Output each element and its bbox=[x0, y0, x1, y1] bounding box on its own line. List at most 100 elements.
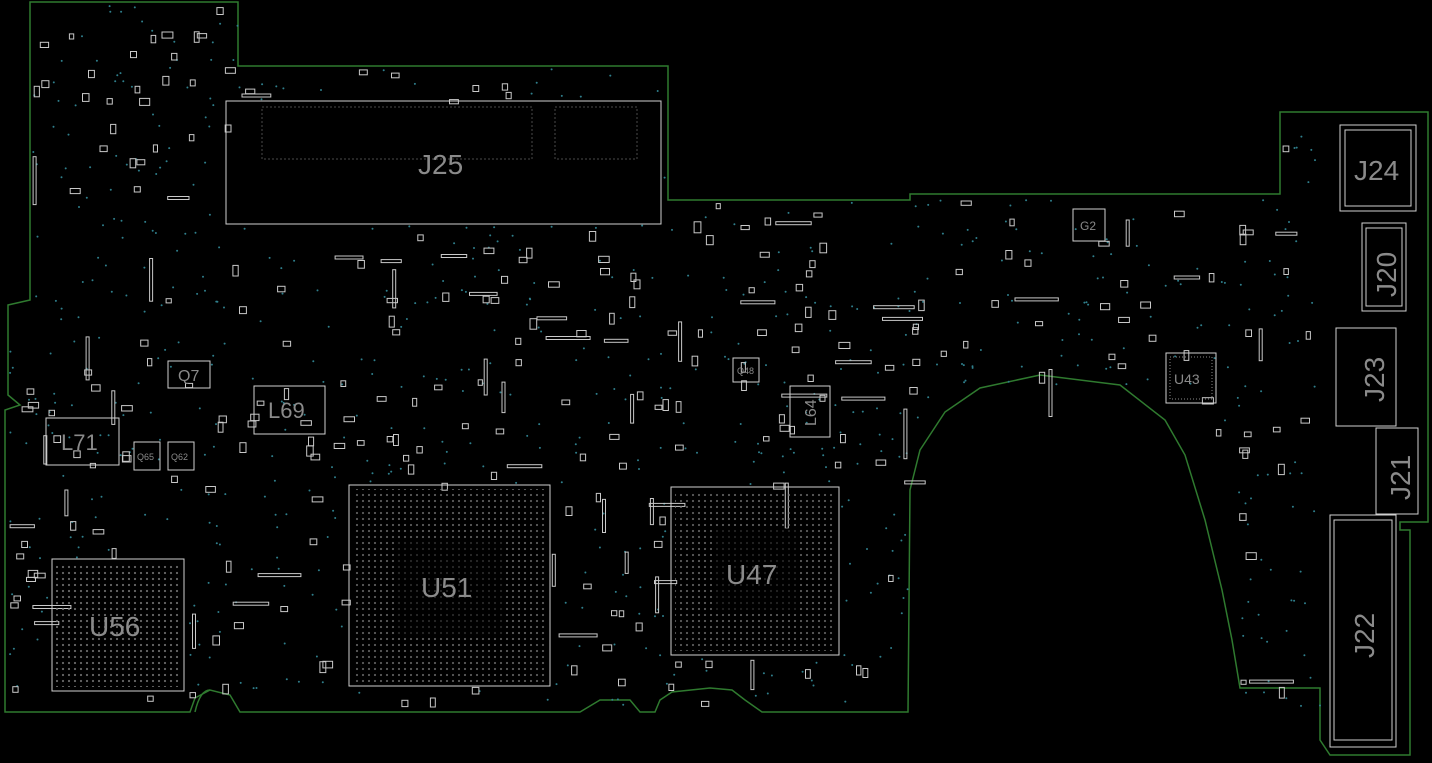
via bbox=[1090, 338, 1093, 341]
smd-part bbox=[624, 551, 629, 574]
via bbox=[493, 226, 496, 229]
via bbox=[443, 462, 446, 465]
via bbox=[1132, 218, 1135, 221]
ref-j21: J21 bbox=[1385, 455, 1416, 500]
via bbox=[312, 360, 315, 363]
via bbox=[1273, 314, 1276, 317]
via bbox=[902, 597, 905, 599]
smd-part bbox=[85, 336, 90, 381]
smd-part bbox=[740, 362, 746, 373]
via bbox=[902, 363, 905, 366]
via bbox=[1280, 309, 1283, 312]
smd-part bbox=[1208, 273, 1215, 283]
via bbox=[792, 451, 795, 454]
smd-part bbox=[1048, 369, 1053, 417]
smd-part bbox=[111, 548, 117, 559]
smd-part bbox=[576, 330, 587, 338]
via bbox=[550, 68, 553, 71]
via bbox=[371, 472, 374, 475]
via bbox=[869, 591, 872, 594]
smd-part bbox=[884, 364, 895, 371]
via bbox=[669, 387, 672, 390]
via bbox=[52, 125, 55, 128]
via bbox=[89, 166, 92, 169]
via bbox=[530, 92, 533, 95]
smd-part bbox=[386, 436, 394, 443]
via bbox=[598, 259, 601, 262]
via bbox=[109, 188, 112, 191]
smd-part bbox=[655, 576, 660, 614]
via bbox=[297, 680, 300, 683]
via bbox=[560, 94, 563, 97]
smd-part bbox=[963, 340, 969, 349]
via bbox=[120, 219, 123, 222]
via bbox=[1177, 279, 1180, 282]
ref-l71: L71 bbox=[61, 430, 98, 455]
smd-part bbox=[147, 695, 154, 702]
smd-part bbox=[805, 306, 812, 318]
smd-part bbox=[53, 435, 62, 443]
connector-j25 bbox=[225, 100, 662, 225]
via bbox=[1247, 600, 1250, 603]
via bbox=[550, 225, 553, 228]
via bbox=[1076, 364, 1079, 367]
smd-part bbox=[778, 414, 785, 424]
smd-part bbox=[775, 221, 812, 226]
via bbox=[177, 341, 180, 344]
via bbox=[159, 166, 162, 169]
via bbox=[493, 329, 496, 332]
smd-part bbox=[111, 390, 116, 425]
smd-part bbox=[277, 285, 286, 293]
smd-part bbox=[232, 264, 239, 277]
via bbox=[243, 227, 246, 230]
via bbox=[255, 687, 258, 689]
via bbox=[890, 242, 893, 245]
smd-part bbox=[1282, 145, 1290, 153]
via bbox=[435, 377, 438, 380]
smd-part bbox=[675, 401, 682, 413]
smd-part bbox=[247, 420, 257, 428]
via bbox=[108, 5, 111, 8]
smd-part bbox=[763, 436, 770, 442]
via bbox=[194, 231, 197, 234]
via bbox=[900, 612, 903, 615]
via bbox=[12, 647, 15, 650]
smd-part bbox=[192, 613, 196, 649]
via bbox=[1007, 380, 1010, 383]
via bbox=[1004, 220, 1007, 223]
smd-part bbox=[805, 669, 811, 679]
via bbox=[899, 412, 902, 415]
via bbox=[1266, 473, 1269, 476]
via bbox=[320, 89, 322, 91]
via bbox=[1276, 208, 1279, 211]
via bbox=[1000, 259, 1003, 262]
via bbox=[373, 359, 376, 362]
board-cutout-top bbox=[194, 689, 211, 713]
via bbox=[825, 466, 827, 469]
via bbox=[1149, 315, 1152, 318]
via bbox=[861, 410, 864, 413]
via bbox=[184, 232, 187, 235]
via bbox=[1244, 385, 1247, 388]
via bbox=[9, 431, 12, 434]
via bbox=[390, 427, 393, 430]
via bbox=[1262, 199, 1265, 202]
via bbox=[218, 246, 221, 249]
via bbox=[574, 443, 577, 446]
via bbox=[315, 655, 318, 658]
via bbox=[525, 303, 528, 306]
via bbox=[856, 462, 859, 465]
via bbox=[204, 289, 206, 292]
via bbox=[1290, 599, 1293, 602]
via bbox=[390, 470, 393, 473]
smd-part bbox=[416, 446, 423, 454]
via bbox=[964, 379, 967, 382]
smd-part bbox=[282, 340, 292, 347]
via bbox=[130, 85, 133, 88]
via bbox=[107, 434, 110, 437]
smd-part bbox=[912, 358, 921, 366]
via bbox=[786, 313, 789, 316]
smd-part bbox=[795, 283, 804, 292]
smd-part bbox=[121, 405, 133, 412]
via bbox=[168, 147, 171, 150]
